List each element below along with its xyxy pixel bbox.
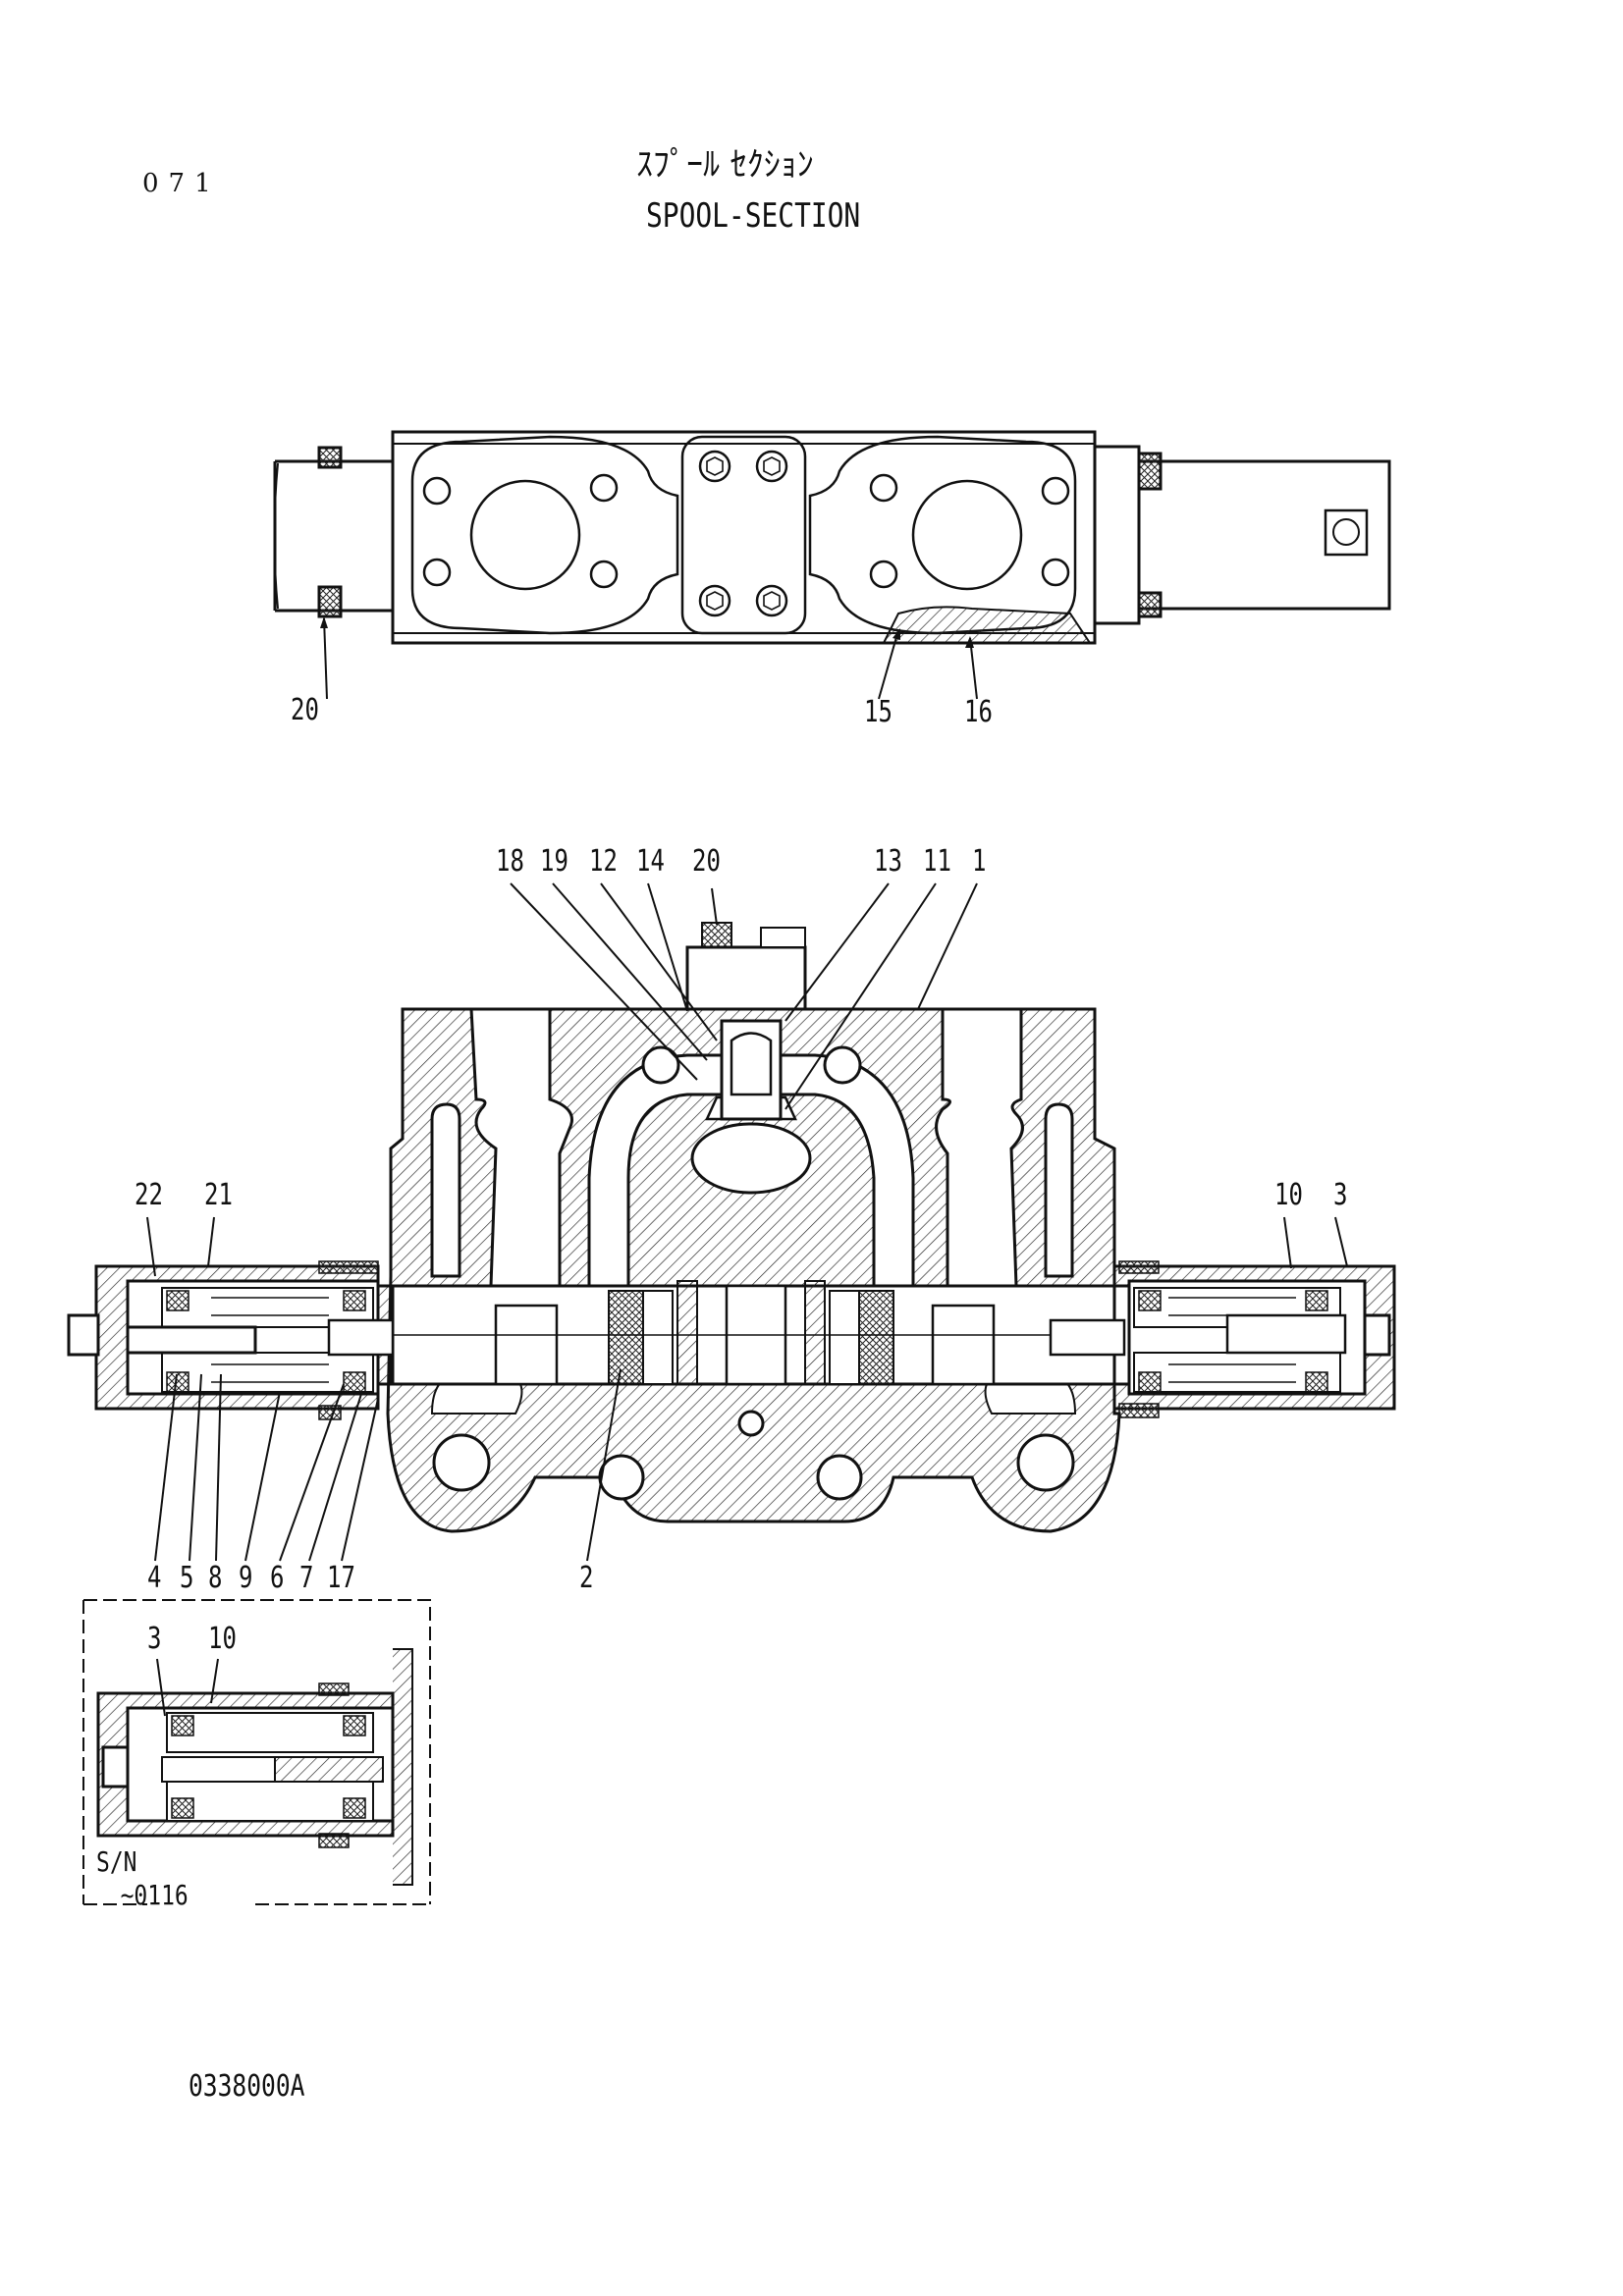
callout-10: 10 [1274, 1178, 1303, 1212]
page-number: 071 [142, 169, 221, 198]
callout-19: 19 [540, 844, 568, 879]
callout-15: 15 [864, 695, 893, 729]
callout-5: 5 [180, 1561, 194, 1595]
title-english: SPOOL-SECTION [646, 196, 861, 236]
inset-leaders [156, 1658, 219, 1717]
callout-3: 3 [1333, 1178, 1348, 1212]
callout-12: 12 [589, 844, 618, 879]
callout-20: 20 [692, 844, 721, 879]
callout-14: 14 [636, 844, 665, 879]
callout-17: 17 [327, 1561, 355, 1595]
document-id: 0338000A [189, 2069, 305, 2104]
inset-frame [82, 1599, 431, 1905]
callout-1: 1 [972, 844, 987, 879]
inset-callout-3: 3 [147, 1622, 162, 1656]
top-view [273, 430, 1391, 700]
callout-11: 11 [923, 844, 951, 879]
callout-13: 13 [874, 844, 902, 879]
callout-20-top: 20 [291, 693, 319, 727]
callout-6: 6 [270, 1561, 285, 1595]
serial-note-line1: S/N [96, 1845, 137, 1878]
callout-22: 22 [135, 1178, 163, 1212]
callout-9: 9 [239, 1561, 253, 1595]
serial-note-line2: ~0116 [120, 1879, 189, 1911]
callout-21: 21 [204, 1178, 233, 1212]
serial-note: S/N ~0116 [96, 1845, 189, 1912]
callout-18: 18 [496, 844, 524, 879]
callout-7: 7 [299, 1561, 314, 1595]
callout-4: 4 [147, 1561, 162, 1595]
section-view [67, 922, 1396, 1533]
inset-callout-10: 10 [208, 1622, 237, 1656]
callout-2: 2 [579, 1561, 594, 1595]
callout-16: 16 [964, 695, 993, 729]
inset-view [96, 1648, 413, 1886]
callout-8: 8 [208, 1561, 223, 1595]
title-japanese: ｽﾌﾟｰﾙ ｾｸｼｮﾝ [636, 145, 814, 185]
section-leaders [146, 882, 1348, 1562]
